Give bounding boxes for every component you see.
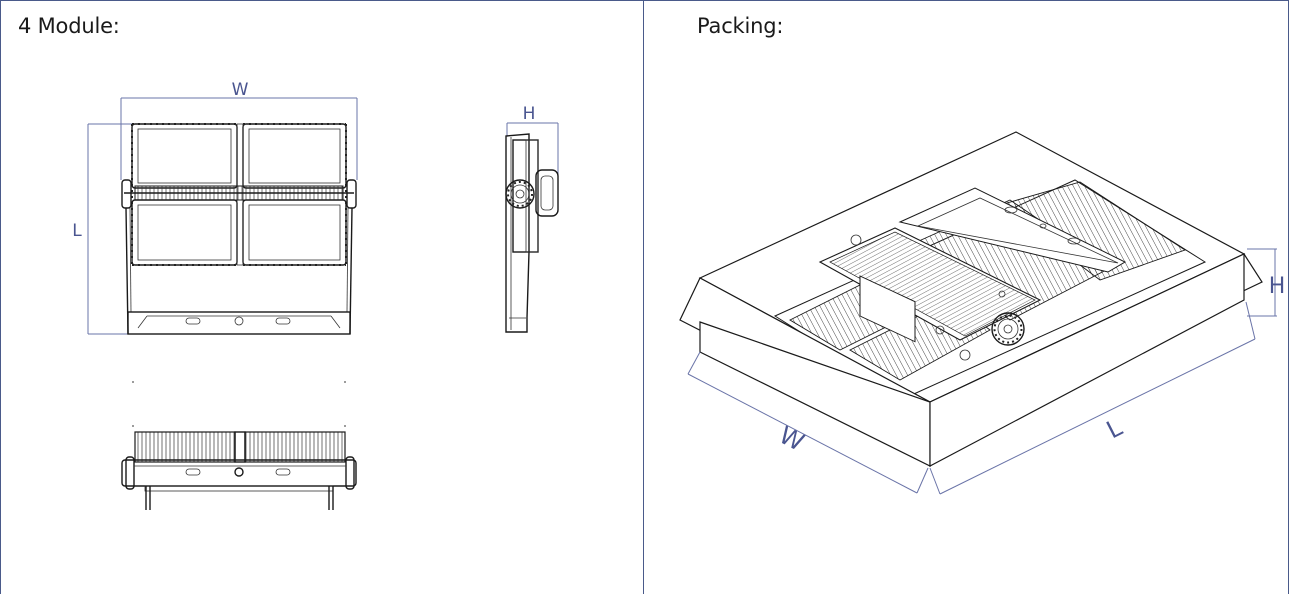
packing-box-drawing: W L H (679, 131, 1286, 495)
module-bottom-right (242, 199, 347, 266)
side-height-dimension: H (506, 104, 559, 180)
module-top-right (242, 123, 347, 189)
box-length-label: L (1102, 413, 1127, 444)
mount-plate (127, 311, 351, 335)
front-width-label: W (232, 80, 249, 100)
packed-light-fixture (773, 179, 1207, 399)
right-panel-title: Packing: (697, 14, 784, 38)
bracket-left (121, 179, 132, 209)
module-bottom-left (131, 199, 238, 266)
side-height-label: H (523, 104, 536, 124)
packed-pivot-knob (991, 312, 1025, 346)
panel-divider (643, 0, 644, 594)
module-top-left (131, 123, 238, 189)
front-length-label: L (72, 221, 82, 241)
heatsink-right (244, 431, 346, 463)
bottom-frame (121, 459, 357, 487)
front-width-dimension: W (120, 80, 358, 180)
heatsink-left (134, 431, 236, 463)
box-height-dimension: H (1247, 248, 1286, 317)
side-view: H (505, 104, 559, 333)
bracket-right (346, 179, 357, 209)
left-panel-title: 4 Module: (18, 14, 120, 38)
box-height-label: H (1269, 274, 1286, 299)
front-length-dimension: L (72, 123, 132, 335)
front-view: W L (72, 80, 358, 335)
side-pivot-knob (505, 179, 535, 209)
bottom-view (121, 381, 357, 510)
box-width-label: W (775, 421, 809, 457)
